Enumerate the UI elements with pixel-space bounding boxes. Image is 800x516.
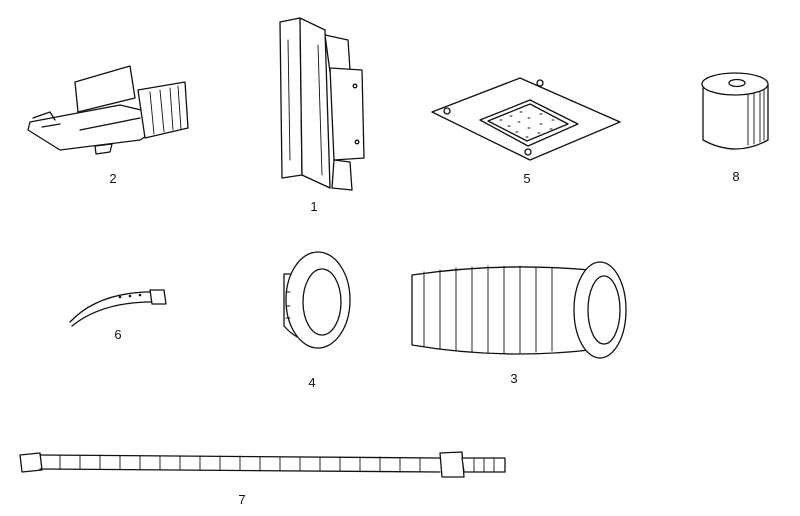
cylinder-block-drawing [701,72,769,150]
part-label-3: 3 [510,371,518,386]
flanged-grommet-drawing [283,251,351,349]
part-label-6: 6 [114,327,122,342]
hooked-clip-drawing [69,289,167,327]
part-label-2: 2 [109,171,117,186]
perforated-pad-drawing [431,77,621,161]
corrugated-sleeve-drawing [411,261,627,359]
tray-bracket-drawing [27,65,189,155]
flexible-hose-drawing [19,451,506,478]
part-label-1: 1 [310,199,318,214]
mounting-bracket-drawing [279,17,365,191]
part-label-5: 5 [523,171,531,186]
part-label-8: 8 [732,169,740,184]
part-label-4: 4 [308,375,316,390]
part-label-7: 7 [238,492,246,507]
